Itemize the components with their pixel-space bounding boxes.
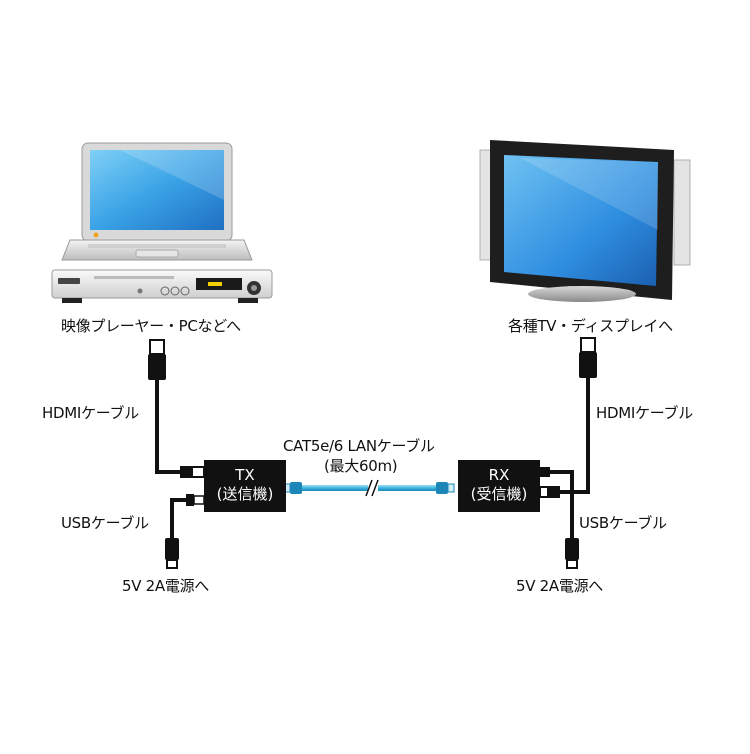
usb-cable-label-left: USBケーブル	[61, 514, 149, 532]
rx-unit-subtitle: (受信機)	[470, 485, 528, 503]
lan-cable-label: CAT5e/6 LANケーブル	[283, 437, 435, 455]
lan-cable	[283, 479, 455, 497]
hdmi-connector-right-rx	[539, 486, 560, 498]
hdmi-connector-left-tx	[180, 466, 205, 478]
hdmi-cable-label-right: HDMIケーブル	[596, 404, 693, 422]
usb-cable-right	[548, 470, 574, 540]
power-label-left: 5V 2A電源へ	[122, 577, 209, 595]
tx-unit: TX (送信機)	[204, 460, 286, 512]
display-device-label: 各種TV・ディスプレイへ	[508, 317, 673, 335]
tv-icon	[479, 140, 691, 302]
rx-unit-title: RX	[488, 466, 510, 484]
usb-connector-left-tx	[186, 494, 205, 506]
rx-unit: RX (受信機)	[458, 460, 540, 512]
hdmi-cable-right	[560, 378, 590, 494]
power-label-right: 5V 2A電源へ	[516, 577, 603, 595]
hdmi-cable-left	[155, 380, 185, 474]
lan-cable-max-length: (最大60m)	[324, 457, 398, 475]
hdmi-connector-left-top	[148, 339, 166, 380]
usb-connector-right-power	[565, 538, 579, 569]
usb-connector-right-rx	[540, 467, 550, 477]
tx-unit-title: TX	[235, 466, 255, 484]
dvd-player-icon	[51, 269, 273, 303]
usb-cable-label-right: USBケーブル	[579, 514, 667, 532]
source-device-label: 映像プレーヤー・PCなどへ	[61, 317, 241, 335]
hdmi-connector-right-top	[579, 337, 597, 378]
usb-connector-left-power	[165, 538, 179, 569]
hdmi-cable-label-left: HDMIケーブル	[42, 404, 139, 422]
laptop-icon	[61, 142, 253, 261]
tx-unit-subtitle: (送信機)	[216, 485, 274, 503]
usb-cable-left	[170, 498, 190, 540]
